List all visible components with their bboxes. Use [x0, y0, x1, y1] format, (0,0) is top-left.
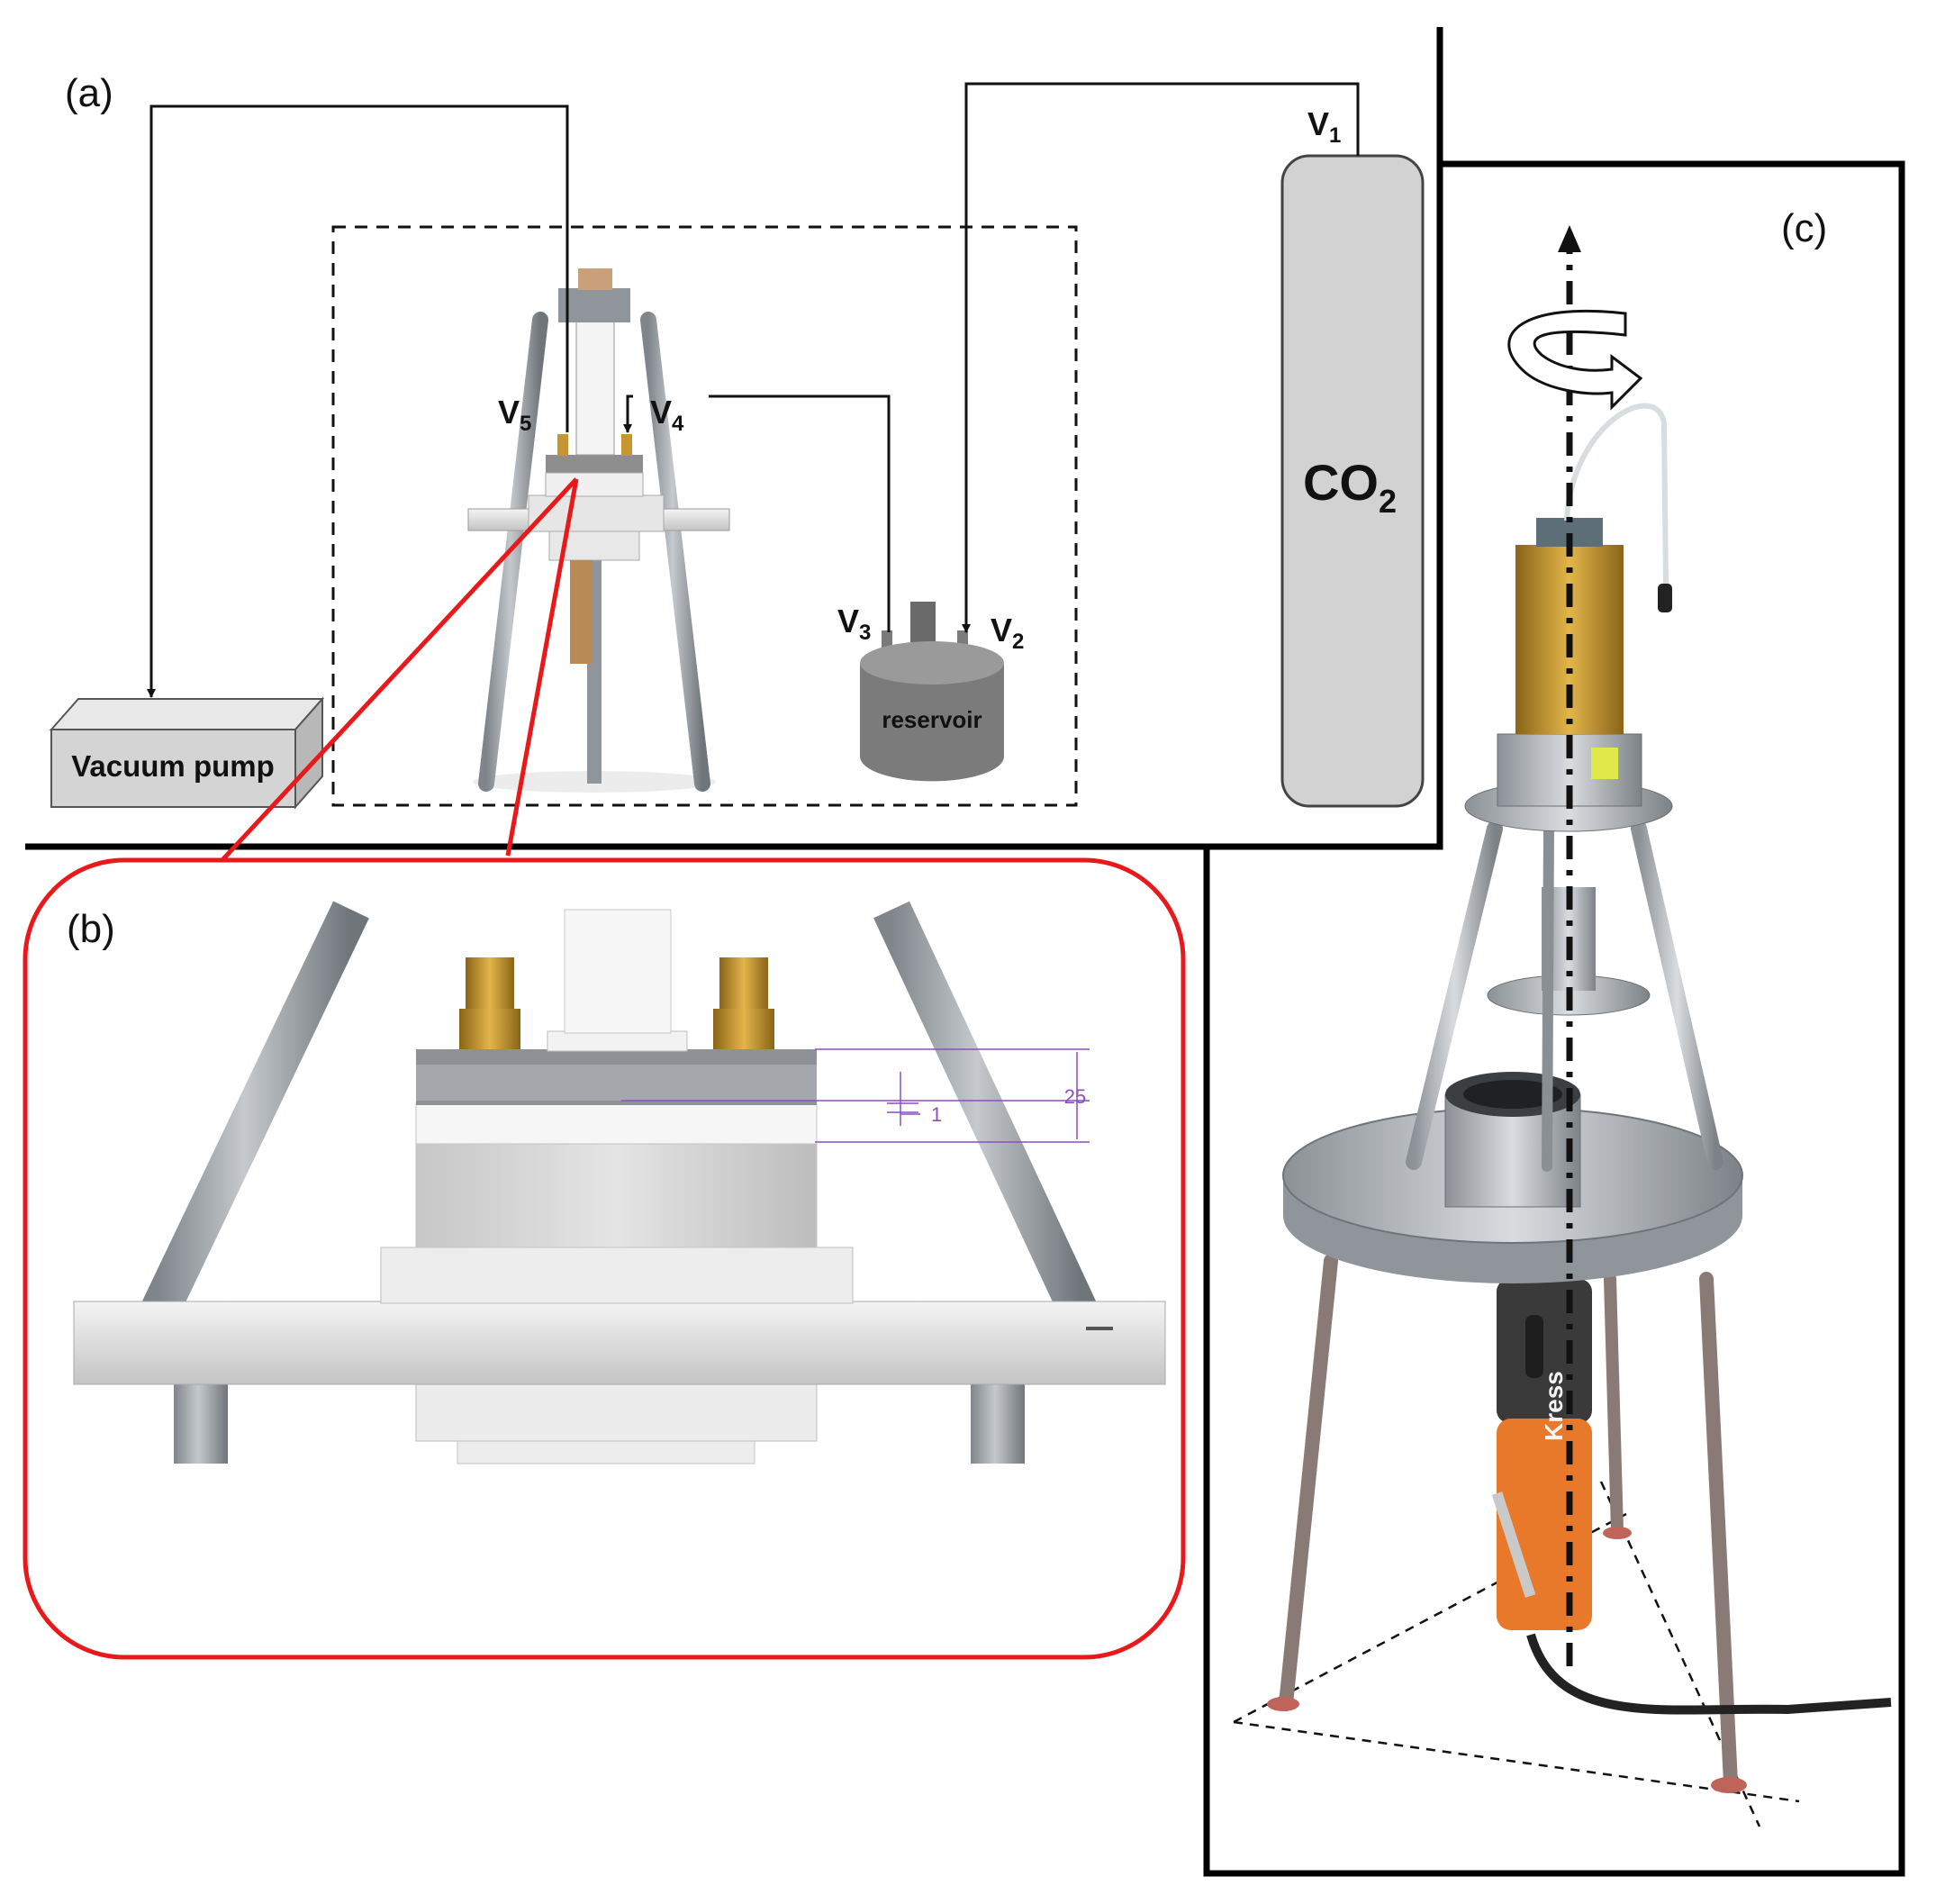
reservoir-label: reservoir	[882, 706, 982, 733]
reservoir: reservoir	[860, 602, 1004, 782]
svg-text:V5: V5	[498, 394, 531, 436]
vacuum-pump: Vacuum pump	[49, 696, 325, 810]
motor: Kress	[1491, 1279, 1592, 1630]
panel-a-frame	[25, 27, 1443, 850]
co2-subscript: 2	[1379, 483, 1397, 520]
valve-v2-label: V	[991, 612, 1012, 648]
apparatus-photo: Kress	[1233, 225, 1892, 1827]
svg-text:V3: V3	[837, 603, 871, 645]
dimension-25: 25	[1064, 1085, 1086, 1108]
valve-v3-subscript: 3	[859, 621, 871, 645]
co2-label: CO	[1303, 454, 1379, 511]
panel-c-label: (c)	[1781, 206, 1827, 250]
valve-v2-subscript: 2	[1012, 630, 1024, 654]
co2-cylinder: CO2	[1280, 154, 1425, 808]
line-v4-to-v3	[709, 394, 891, 632]
line-v4-inlet	[623, 394, 633, 433]
valve-v4-label: V	[650, 394, 672, 431]
svg-text:CO2: CO2	[1303, 454, 1397, 520]
svg-text:V2: V2	[991, 612, 1024, 654]
zoom-callout	[218, 477, 579, 865]
panel-a-label: (a)	[65, 71, 113, 115]
apparatus-small	[467, 268, 730, 793]
panel-b: (b)	[23, 857, 1186, 1660]
valve-v1-label: V	[1307, 105, 1329, 142]
panel-c-frame	[1203, 160, 1905, 1877]
detail-render: 25 1	[73, 901, 1166, 1464]
valve-v3-label: V	[837, 603, 859, 639]
enclosure-dashed	[331, 225, 1078, 807]
dimension-annotations	[621, 1048, 1090, 1143]
panel-b-label: (b)	[67, 907, 115, 951]
line-v1-to-v2	[962, 82, 1360, 633]
valve-v5-label: V	[498, 394, 520, 431]
vacuum-pump-label: Vacuum pump	[71, 749, 275, 783]
panel-c: (c) Kress	[1203, 160, 1905, 1877]
valve-v4-subscript: 4	[672, 412, 684, 436]
motor-brand-label: Kress	[1540, 1371, 1568, 1441]
dimension-1: 1	[931, 1103, 942, 1126]
svg-text:V4: V4	[650, 394, 684, 436]
rotation-arrow-icon	[1507, 309, 1643, 411]
valve-v5-subscript: 5	[520, 412, 531, 436]
panel-a: (a) Vacuum pump CO2 reservoir	[25, 27, 1443, 850]
valve-v1-subscript: 1	[1329, 123, 1341, 148]
svg-text:V1: V1	[1307, 105, 1341, 148]
line-v5-to-pump	[147, 104, 569, 698]
